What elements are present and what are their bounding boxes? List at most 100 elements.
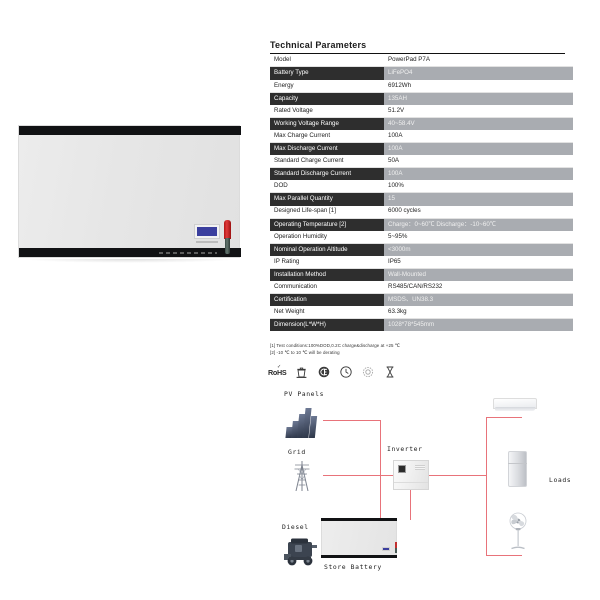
spec-value: 40~58.4V xyxy=(384,117,573,130)
spec-key: Max Parallel Quantity xyxy=(270,192,384,206)
battery-terminal-positive xyxy=(224,220,231,239)
spec-table-divider xyxy=(270,53,565,55)
table-row: Operating Temperature [2]Charge：0~60℃ Di… xyxy=(270,218,573,231)
wire-bus-to-ac xyxy=(486,417,522,418)
store-battery-body xyxy=(321,518,397,558)
diagram-label-grid: Grid xyxy=(288,448,306,456)
footnotes-block: [1] Test conditions:100%DOD,0.2C charge&… xyxy=(270,343,570,356)
spec-key: IP Rating xyxy=(270,255,384,269)
air-conditioner-louver xyxy=(494,407,536,411)
battery-lcd-base xyxy=(196,241,218,243)
spec-value: 15 xyxy=(384,192,573,206)
spec-key: Energy xyxy=(270,79,384,93)
battery-lcd-display xyxy=(194,224,220,239)
hourglass-icon xyxy=(383,366,396,379)
wire-right-riser xyxy=(486,417,487,555)
clock-warranty-icon xyxy=(339,366,352,379)
refrigerator-door-seam xyxy=(508,463,527,464)
system-architecture-diagram: PV Panels Grid Diesel Invert xyxy=(268,388,600,588)
spec-key: Installation Method xyxy=(270,268,384,282)
spec-value: 100A xyxy=(384,129,573,144)
spec-value: MSDS、UN38.3 xyxy=(384,293,573,307)
spec-key: Operating Temperature [2] xyxy=(270,218,384,231)
inverter-icon xyxy=(393,460,429,490)
spec-key: Model xyxy=(270,54,384,68)
diagram-label-diesel: Diesel xyxy=(282,523,309,531)
wire-pv-to-bus xyxy=(323,420,381,421)
spec-value: 51.2V xyxy=(384,104,573,118)
table-row: Designed Life-span [1]6000 cycles xyxy=(270,205,573,219)
store-battery-terminal xyxy=(395,542,397,553)
spec-key: Designed Life-span [1] xyxy=(270,205,384,219)
battery-terminal-negative xyxy=(225,238,230,254)
battery-lcd-screen xyxy=(197,227,217,236)
refrigerator-body xyxy=(508,451,527,487)
spec-key: Capacity xyxy=(270,92,384,105)
spec-value: IP65 xyxy=(384,255,573,269)
store-battery-bottom-bar xyxy=(321,555,397,558)
table-row: Dimension(L*W*H)1028*78*545mm xyxy=(270,318,573,332)
rohs-mark: RoHS✓ xyxy=(268,364,287,377)
spec-value: 100A xyxy=(384,142,573,156)
wire-inverter-to-battery xyxy=(410,490,411,520)
store-battery-lcd xyxy=(382,547,390,551)
battery-terminal xyxy=(224,220,231,254)
footnote-2: [2] -10 ℃ to 10 ℃ will be derating xyxy=(270,349,340,355)
air-conditioner-icon xyxy=(493,398,537,415)
spec-value: 1028*78*545mm xyxy=(384,318,573,332)
spec-key: Net Weight xyxy=(270,306,384,320)
spec-value: PowerPad P7A xyxy=(384,54,573,68)
battery-shadow xyxy=(22,259,238,263)
diagram-label-inverter: Inverter xyxy=(387,445,423,453)
store-battery-icon xyxy=(321,518,397,558)
refrigerator-icon xyxy=(508,451,527,487)
spec-key: Rated Voltage xyxy=(270,104,384,118)
spec-value: RS485/CAN/RS232 xyxy=(384,281,573,295)
inverter-vent xyxy=(415,465,425,470)
battery-bottom-bar xyxy=(19,248,241,257)
store-battery-top-bar xyxy=(321,518,397,521)
grid-pylon-icon xyxy=(292,461,312,492)
product-image xyxy=(18,125,250,267)
certification-icon-strip: RoHS✓ xyxy=(268,363,396,381)
inverter-display xyxy=(398,465,406,473)
diagram-label-loads: Loads xyxy=(549,476,572,484)
spec-value: 63.3kg xyxy=(384,306,573,320)
diesel-generator-icon xyxy=(282,536,322,568)
spec-key: Battery Type xyxy=(270,66,384,80)
wire-bus-to-fan xyxy=(486,555,522,556)
spec-value: 50A xyxy=(384,155,573,169)
spec-key: Dimension(L*W*H) xyxy=(270,318,384,332)
spec-key: Working Voltage Range xyxy=(270,117,384,130)
spec-table-title: Technical Parameters xyxy=(270,40,367,50)
spec-value: Wall-Mounted xyxy=(384,268,573,282)
ce-mark-icon xyxy=(317,366,330,379)
spec-key: Communication xyxy=(270,281,384,295)
footnote-1: [1] Test conditions:100%DOD,0.2C charge&… xyxy=(270,343,400,348)
battery-vent-slots xyxy=(159,252,217,254)
wire-inverter-to-loads xyxy=(429,475,486,476)
spec-key: Operation Humidity xyxy=(270,230,384,244)
pedestal-fan-icon xyxy=(506,512,530,550)
table-row: Nominal Operation Altitude<3000m xyxy=(270,243,573,256)
spec-key: Certification xyxy=(270,293,384,307)
spec-value: 5~95% xyxy=(384,230,573,244)
diagram-label-store-battery: Store Battery xyxy=(324,563,382,571)
battery-cabinet-body xyxy=(18,125,241,258)
